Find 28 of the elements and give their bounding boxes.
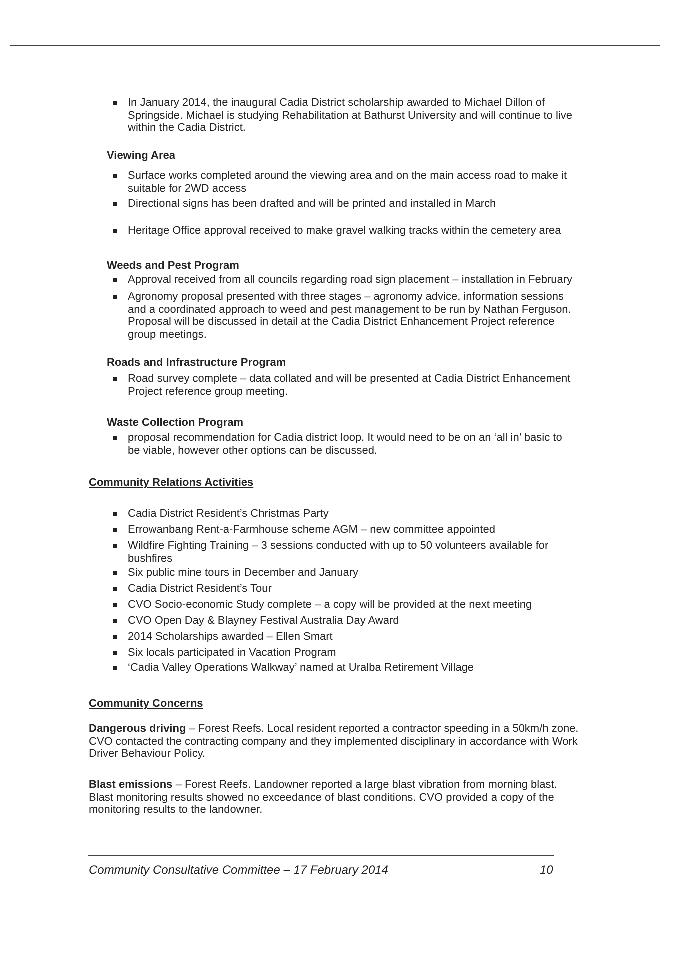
bullet-item: ‘Cadia Valley Operations Walkway’ named at Uralba Retirement Village xyxy=(128,662,476,675)
bullet-item: Six public mine tours in December and January xyxy=(128,567,360,580)
bullet-item: proposal recommendation for Cadia district loop. It would need to be on an ‘all in’ basic to be viable, however other options can be discussed. xyxy=(128,432,564,458)
bullet-item: Cadia District Resident’s Christmas Party xyxy=(128,508,330,521)
bullet-item: Road survey complete – data collated and will be presented at Cadia District Enhancement Project reference group meeting. xyxy=(128,373,572,398)
bullet-item: Errowanbang Rent-a-Farmhouse scheme AGM – new committee appointed xyxy=(128,524,496,537)
bullet-item: Heritage Office approval received to make gravel walking tracks within the cemetery area xyxy=(128,225,562,238)
footer-text: Community Consultative Committee – 17 February 2014 xyxy=(89,864,388,877)
section-heading: Community Concerns xyxy=(89,698,204,711)
bullet-item: Cadia District Resident’s Tour xyxy=(128,583,273,596)
section-heading: Community Relations Activities xyxy=(89,477,254,490)
bullet-item: 2014 Scholarships awarded – Ellen Smart xyxy=(128,631,334,644)
section-heading: Viewing Area xyxy=(107,150,176,163)
paragraph: Dangerous driving – Forest Reefs. Local resident reported a contractor speeding in a 50km/h zone. CVO contacted the contracting company and they implemented disciplinary in accordance with Work Driver Behaviour Policy. xyxy=(89,723,579,761)
bullet-item: Six locals participated in Vacation Program xyxy=(128,647,338,660)
bullet-item: CVO Socio-economic Study complete – a copy will be provided at the next meeting xyxy=(128,599,534,612)
bullet-item: Surface works completed around the viewing area and on the main access road to make it suitable for 2WD access xyxy=(128,170,568,196)
bullet-item: Agronomy proposal presented with three stages – agronomy advice, information sessions and a coordinated approach to weed and pest management to be run by Nathan Ferguson. Proposal will be discussed in detail at the Cadia District Enhancement Project reference group meetings. xyxy=(128,291,572,342)
section-heading: Weeds and Pest Program xyxy=(107,260,240,273)
bullet-item: Wildfire Fighting Training – 3 sessions conducted with up to 50 volunteers available for bushfires xyxy=(128,540,550,566)
bullet-item: Directional signs has been drafted and will be printed and installed in March xyxy=(128,198,498,211)
section-heading: Roads and Infrastructure Program xyxy=(107,357,286,370)
bullet-item: Approval received from all councils regarding road sign placement – installation in February xyxy=(128,274,574,287)
paragraph: Blast emissions – Forest Reefs. Landowner reported a large blast vibration from morning blast. Blast monitoring results showed no exceedance of blast conditions. CVO provided a copy of the monitoring results to the landowner. xyxy=(89,779,558,817)
page-number: 10 xyxy=(540,864,554,877)
section-heading: Waste Collection Program xyxy=(107,417,244,430)
bullet-item: In January 2014, the inaugural Cadia District scholarship awarded to Michael Dillon of Springside. Michael is studying Rehabilitation at Bathurst University and will continue to live within the Cadia District. xyxy=(128,97,574,135)
bullet-item: CVO Open Day & Blayney Festival Australia Day Award xyxy=(128,615,400,628)
